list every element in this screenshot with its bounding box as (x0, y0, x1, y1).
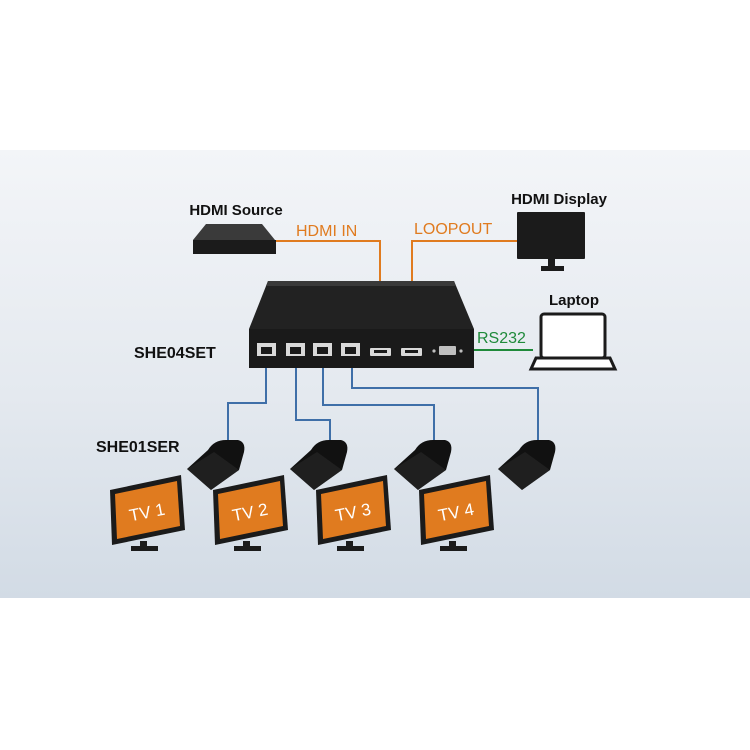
receiver-unit-1 (187, 440, 245, 490)
receiver-label: SHE01SER (96, 439, 180, 456)
hdmi-display-device (517, 212, 585, 271)
loopout-label: LOOPOUT (414, 221, 492, 238)
ethernet-cable-1 (227, 358, 267, 442)
receiver-unit-2 (290, 440, 348, 490)
hdmi-source-device (193, 224, 276, 254)
transmitter-label: SHE04SET (134, 345, 216, 362)
hdmi-source-label: HDMI Source (189, 202, 282, 219)
receiver-unit-4 (498, 440, 556, 490)
laptop-device (528, 312, 618, 371)
laptop-label: Laptop (549, 292, 599, 309)
ethernet-cable-4 (351, 358, 539, 442)
ethernet-cable-2 (295, 358, 331, 442)
rs232-label: RS232 (477, 330, 526, 347)
ethernet-cable-3 (322, 358, 435, 442)
hdmi-display-label: HDMI Display (511, 191, 608, 208)
rs232-port (439, 346, 456, 355)
tv-2: TV 2 (213, 475, 288, 551)
tv-1: TV 1 (110, 475, 185, 551)
transmitter-device (249, 281, 474, 368)
tv-3: TV 3 (316, 475, 391, 551)
hdmi-in-label: HDMI IN (296, 223, 357, 240)
tv-4: TV 4 (419, 475, 494, 551)
receiver-unit-3 (394, 440, 452, 490)
